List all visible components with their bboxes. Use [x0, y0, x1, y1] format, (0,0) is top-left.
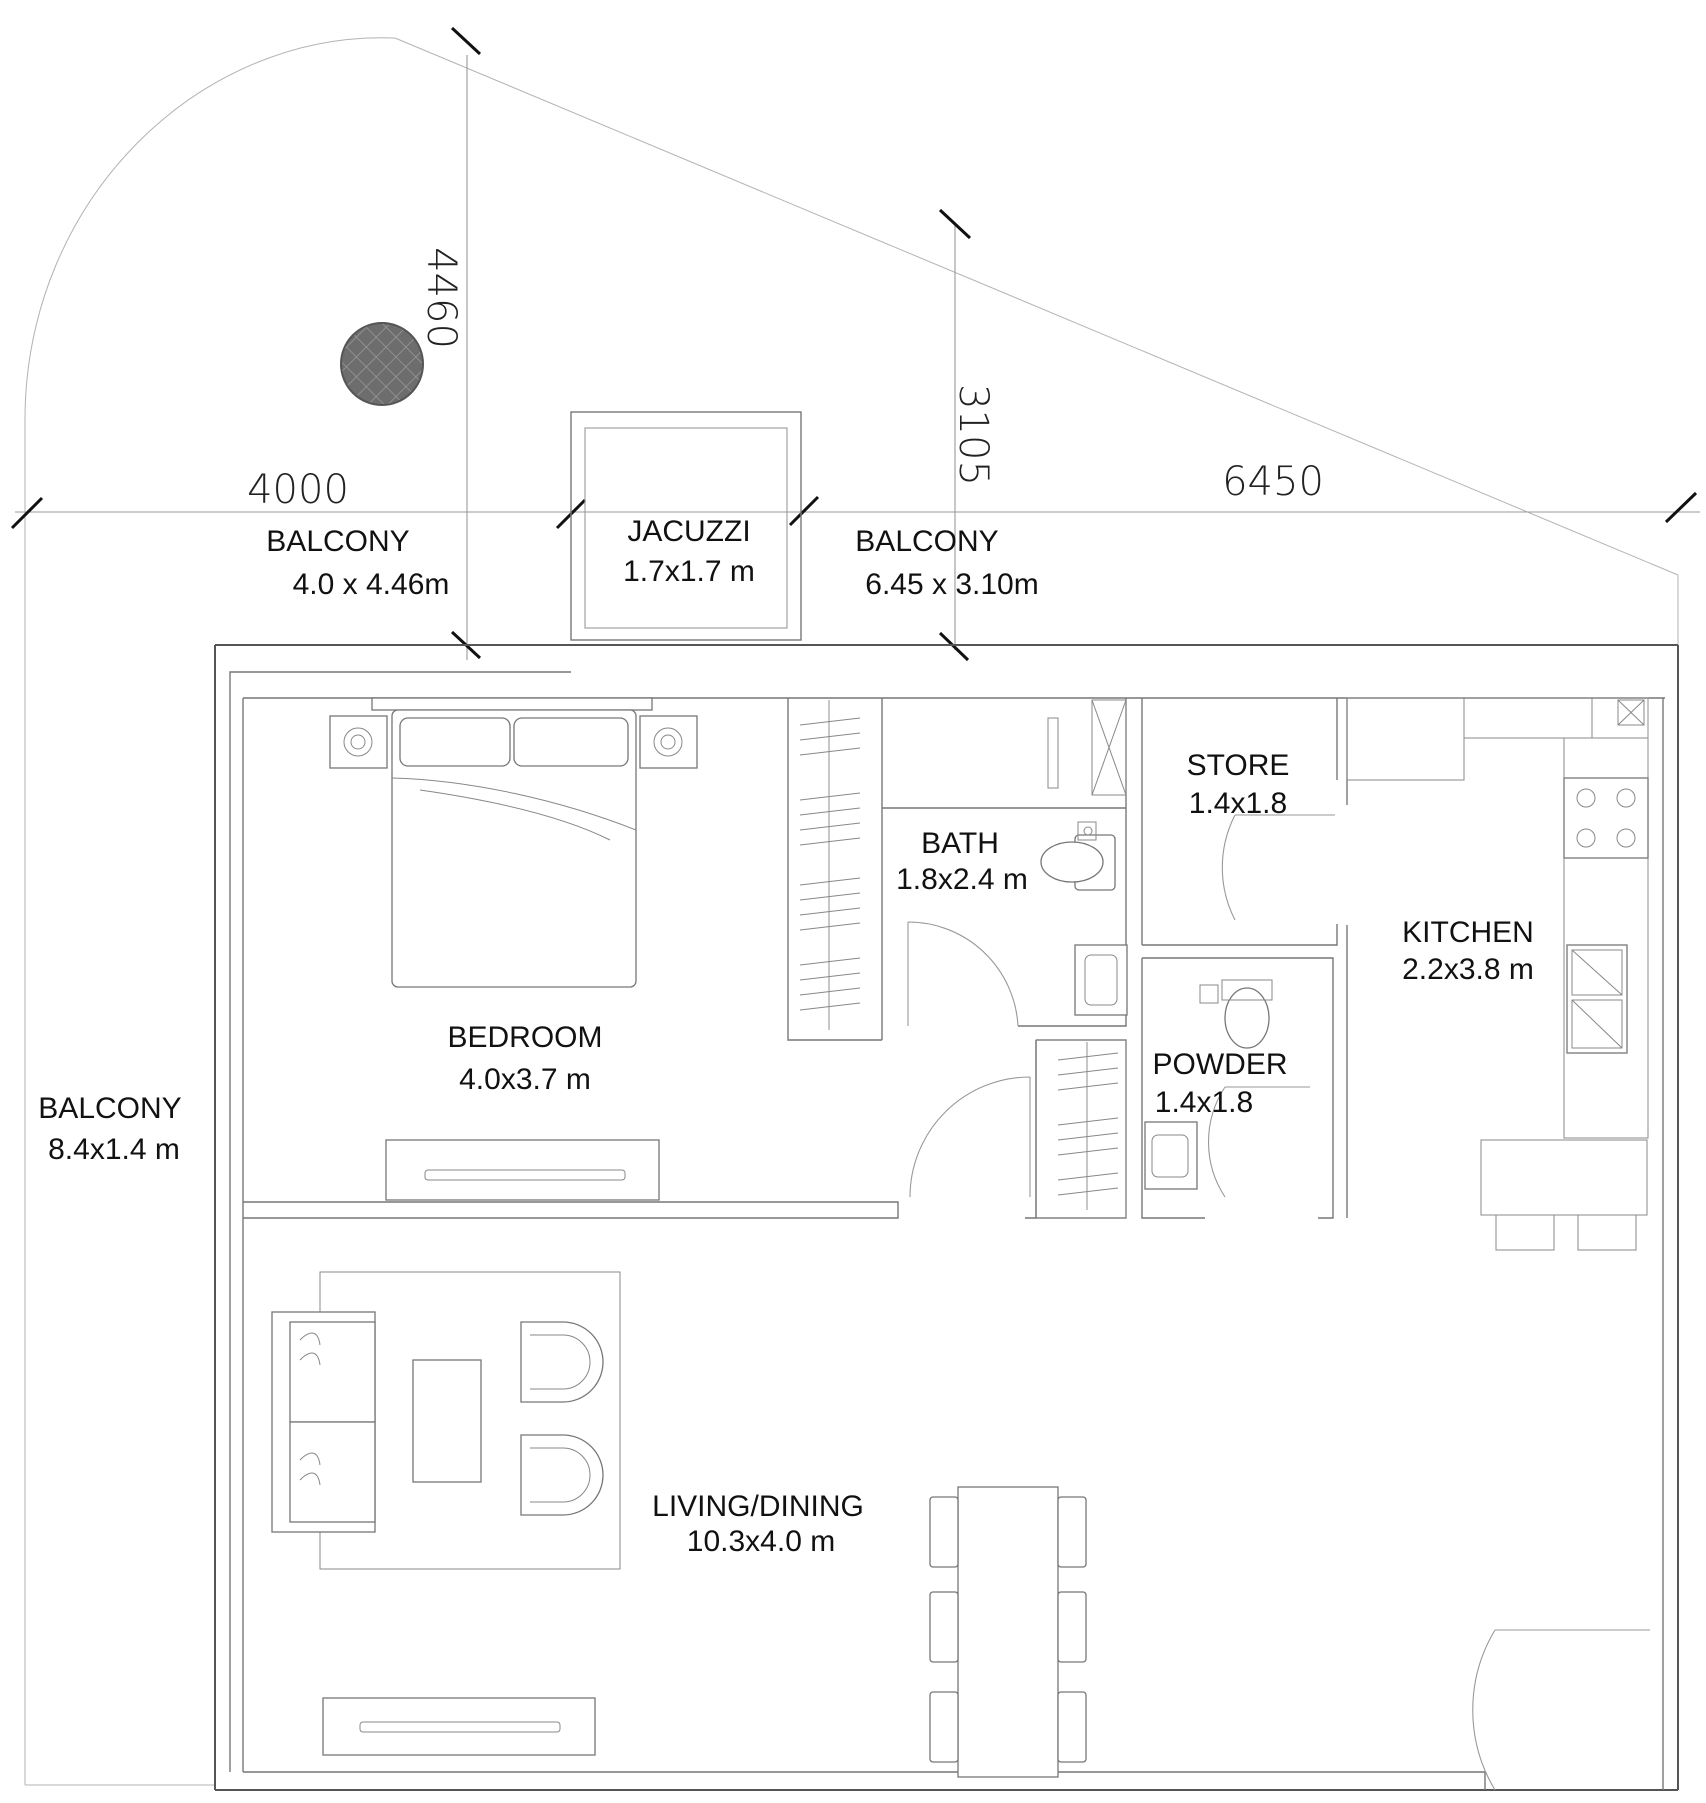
dim-balcony-left-depth: 4460: [418, 247, 464, 349]
dimension-lines: [10, 26, 1700, 662]
store-size: 1.4x1.8: [1189, 787, 1287, 820]
bath-name: BATH: [921, 827, 999, 860]
shower-icon: [1047, 699, 1127, 796]
armchair-icon: [520, 1434, 604, 1516]
nightstand-right: [639, 715, 698, 769]
jacuzzi-size: 1.7x1.7 m: [623, 555, 755, 588]
jacuzzi-tub: [570, 411, 802, 641]
room-labels: BALCONY 4.0 x 4.46m JACUZZI 1.7x1.7 m BA…: [38, 515, 1534, 1558]
balcony-left-name: BALCONY: [266, 525, 409, 558]
armchair-icon: [520, 1321, 604, 1403]
living-size: 10.3x4.0 m: [687, 1525, 835, 1558]
balcony-right-name: BALCONY: [855, 525, 998, 558]
washbasin-icon: [1074, 944, 1128, 1016]
bed-icon: [371, 697, 653, 988]
balcony-side-name: BALCONY: [38, 1092, 181, 1125]
coffee-table: [412, 1359, 482, 1483]
kitchen-name: KITCHEN: [1402, 916, 1534, 949]
wardrobe-icon: [1035, 1039, 1127, 1219]
kitchen-size: 2.2x3.8 m: [1402, 953, 1534, 986]
toilet-icon: [1199, 979, 1273, 1049]
door-swing-icon: [907, 814, 1650, 1791]
cooktop-icon: [1563, 777, 1649, 859]
tv-unit-icon: [385, 1139, 660, 1201]
bedroom-name: BEDROOM: [447, 1021, 602, 1054]
bedroom-size: 4.0x3.7 m: [459, 1063, 591, 1096]
store-name: STORE: [1187, 749, 1290, 782]
dim-balcony-right-depth: 3105: [950, 384, 996, 486]
dimension-labels: 4000 6450 4460 3105: [247, 247, 1324, 513]
balcony-right-size: 6.45 x 3.10m: [865, 568, 1038, 601]
wardrobe-icon: [799, 700, 861, 1030]
toilet-icon: [1040, 821, 1116, 891]
dining-table-icon: [929, 1486, 1087, 1778]
bath-size: 1.8x2.4 m: [896, 863, 1028, 896]
dim-balcony-right-width: 6450: [1222, 459, 1324, 505]
sofa-icon: [271, 1311, 376, 1533]
kitchen-counters: [1346, 697, 1649, 1251]
tv-unit-icon: [322, 1697, 596, 1756]
jacuzzi-name: JACUZZI: [627, 515, 750, 548]
planter-icon: [340, 322, 424, 406]
dim-balcony-left-width: 4000: [247, 467, 349, 513]
powder-name: POWDER: [1153, 1048, 1288, 1081]
living-name: LIVING/DINING: [652, 1490, 864, 1523]
balcony-side-size: 8.4x1.4 m: [48, 1133, 180, 1166]
sink-icon: [1566, 944, 1628, 1054]
terrace-outline: [24, 37, 1679, 1786]
washbasin-icon: [1144, 1121, 1198, 1190]
nightstand-left: [329, 715, 388, 769]
balcony-left-size: 4.0 x 4.46m: [293, 568, 450, 601]
powder-size: 1.4x1.8: [1155, 1086, 1253, 1119]
